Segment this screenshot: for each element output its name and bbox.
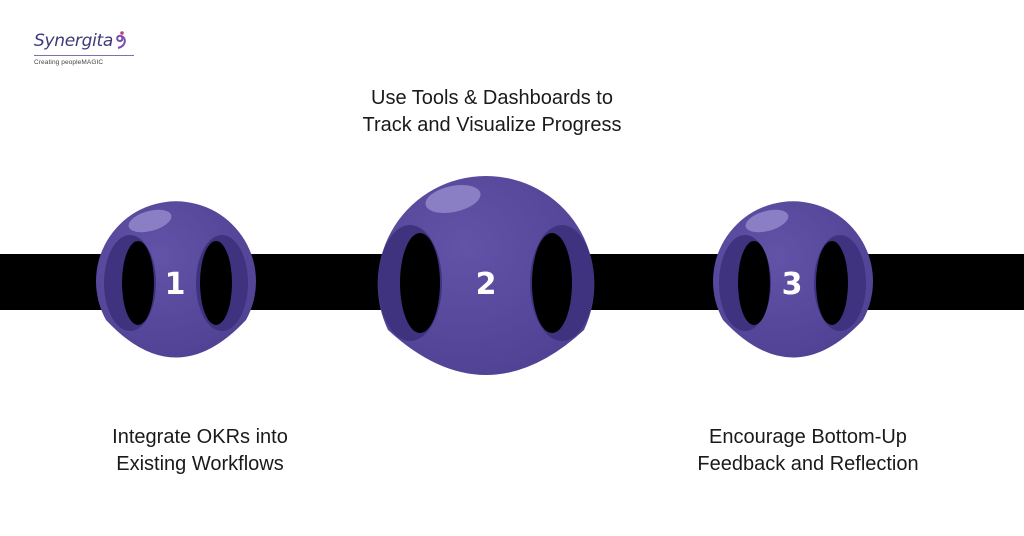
brand-logo: Synergita Creating peopleMAGIC xyxy=(34,30,144,66)
caption-line: Use Tools & Dashboards to xyxy=(371,87,613,109)
step-ball-3: 3 xyxy=(713,201,874,358)
step-caption-1: Integrate OKRs into Existing Workflows xyxy=(60,424,340,478)
brand-wordmark: Synergita xyxy=(34,30,144,52)
step-caption-2: Use Tools & Dashboards to Track and Visu… xyxy=(312,85,672,139)
caption-line: Integrate OKRs into xyxy=(112,426,288,448)
brand-swirl-icon xyxy=(116,31,126,49)
step-number-1: 1 xyxy=(165,267,186,302)
ball-highlight xyxy=(425,185,481,213)
caption-line: Encourage Bottom-Up xyxy=(709,426,907,448)
brand-divider xyxy=(34,55,134,56)
step-caption-3: Encourage Bottom-Up Feedback and Reflect… xyxy=(668,424,948,478)
brand-tagline: Creating peopleMAGIC xyxy=(34,59,104,66)
caption-line: Feedback and Reflection xyxy=(697,453,919,475)
step-ball-2: 2 xyxy=(377,175,595,375)
caption-line: Existing Workflows xyxy=(116,453,284,475)
caption-line: Track and Visualize Progress xyxy=(362,114,622,136)
step-number-2: 2 xyxy=(476,267,497,302)
ball-highlight xyxy=(745,209,789,233)
step-ball-1: 1 xyxy=(95,201,256,358)
step-number-3: 3 xyxy=(782,267,803,302)
ball-highlight xyxy=(128,209,172,233)
brand-name: Synergita xyxy=(34,31,113,51)
